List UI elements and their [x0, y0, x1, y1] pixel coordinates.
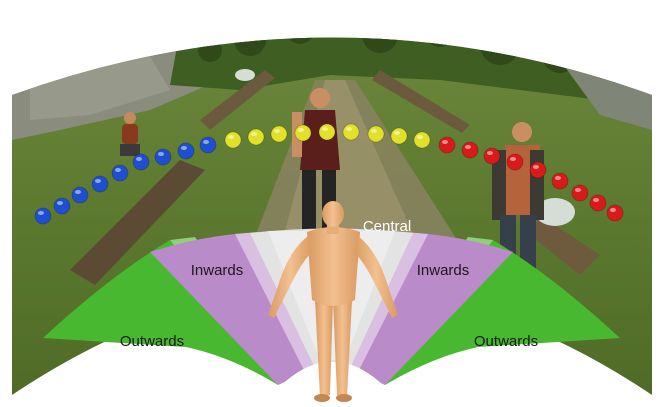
- zone-label-inwards-right: Inwards: [417, 262, 470, 279]
- left-ball-6: [132, 153, 150, 171]
- user-body-figure: [268, 201, 398, 402]
- center-ball-2: [247, 128, 265, 146]
- zone-label-inwards-left: Inwards: [191, 262, 244, 279]
- zone-outwards-left: [43, 240, 278, 385]
- center-ball-5: [318, 123, 336, 141]
- center-ball-8: [390, 127, 408, 145]
- zone-label-outwards-right: Outwards: [474, 333, 538, 350]
- zone-inwards-left: [150, 233, 312, 385]
- left-ball-2: [53, 197, 71, 215]
- avatar-person-left: [120, 112, 140, 156]
- right-ball-7: [571, 184, 589, 202]
- right-ball-6: [551, 172, 569, 190]
- right-ball-2: [461, 141, 479, 159]
- center-ball-9: [413, 131, 431, 149]
- zone-label-central: Central: [363, 218, 411, 235]
- left-ball-3: [71, 186, 89, 204]
- center-ball-4: [294, 124, 312, 142]
- right-ball-1: [438, 136, 456, 154]
- zone-label-outwards-left: Outwards: [120, 333, 184, 350]
- center-ball-6: [342, 123, 360, 141]
- left-ball-7: [154, 148, 172, 166]
- zone-inwards-right: [352, 233, 513, 385]
- center-ball-1: [224, 131, 242, 149]
- center-ball-3: [270, 125, 288, 143]
- center-ball-7: [367, 125, 385, 143]
- left-ball-5: [111, 164, 129, 182]
- right-ball-3: [483, 147, 501, 165]
- left-ball-1: [34, 207, 52, 225]
- right-ball-8: [589, 194, 607, 212]
- right-ball-5: [529, 161, 547, 179]
- target-ball-row: [34, 123, 624, 225]
- left-ball-9: [199, 136, 217, 154]
- right-ball-9: [606, 204, 624, 222]
- left-ball-4: [91, 175, 109, 193]
- zone-outwards-right: [385, 240, 620, 385]
- left-ball-8: [177, 142, 195, 160]
- right-ball-4: [506, 153, 524, 171]
